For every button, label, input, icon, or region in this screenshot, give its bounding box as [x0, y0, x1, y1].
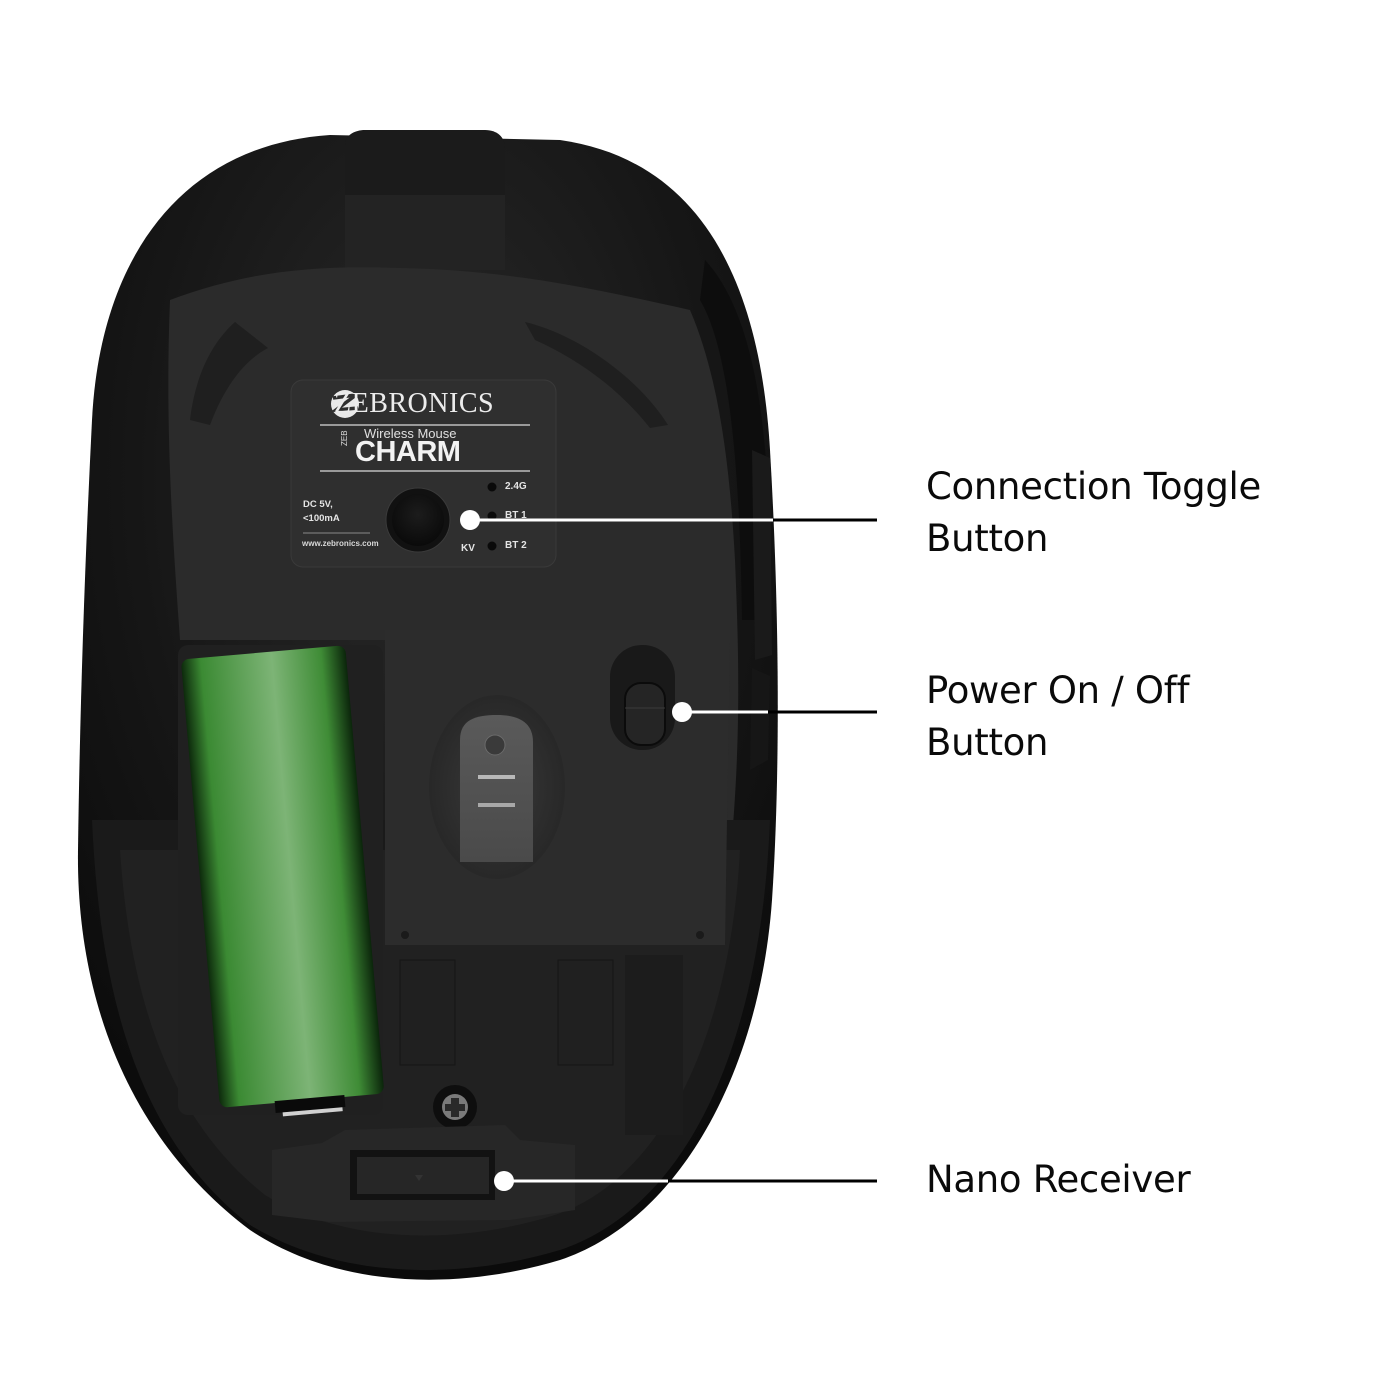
led-2.4g	[487, 482, 497, 492]
top-tab-neck	[345, 195, 505, 270]
mode-label-bt2: BT 2	[505, 540, 527, 551]
glide-foot-right	[525, 322, 668, 428]
side-grip-right	[700, 260, 771, 620]
optical-sensor-window	[460, 715, 533, 862]
callout-power-line2: Button	[926, 721, 1049, 764]
power-spec-line2: <100mA	[303, 513, 340, 524]
mode-label-bt1: BT 1	[505, 510, 527, 521]
callout-connection-toggle: Connection Toggle Button	[926, 461, 1261, 565]
product-subtitle: Wireless Mouse	[364, 426, 457, 441]
aa-battery	[181, 645, 384, 1117]
website: www.zebronics.com	[302, 539, 379, 548]
callout-connection-line1: Connection Toggle	[926, 465, 1261, 508]
led-bt1	[487, 511, 497, 521]
glide-foot-left	[190, 322, 268, 425]
side-button-right-2	[750, 668, 770, 770]
kv-mark: KV	[461, 543, 475, 554]
brand-name: ZEBRONICS	[334, 388, 495, 419]
callout-connector-power	[672, 702, 877, 722]
callout-connector-connection	[460, 510, 877, 530]
model-name: CHARM	[355, 436, 461, 468]
top-tab	[345, 130, 505, 200]
callout-power-line1: Power On / Off	[926, 669, 1190, 712]
side-button-right	[752, 450, 772, 660]
zebronics-logo-icon	[330, 390, 363, 418]
callout-nano-receiver: Nano Receiver	[926, 1154, 1191, 1206]
callout-connection-line2: Button	[926, 517, 1049, 560]
model-prefix: ZEB	[340, 430, 349, 446]
callout-receiver-line1: Nano Receiver	[926, 1158, 1191, 1201]
callout-connector-receiver	[494, 1171, 877, 1191]
power-spec-line1: DC 5V,	[303, 499, 333, 510]
led-bt2	[487, 541, 497, 551]
power-switch-slider	[624, 682, 666, 746]
mode-label-2.4g: 2.4G	[505, 481, 527, 492]
callout-power-switch: Power On / Off Button	[926, 665, 1189, 769]
